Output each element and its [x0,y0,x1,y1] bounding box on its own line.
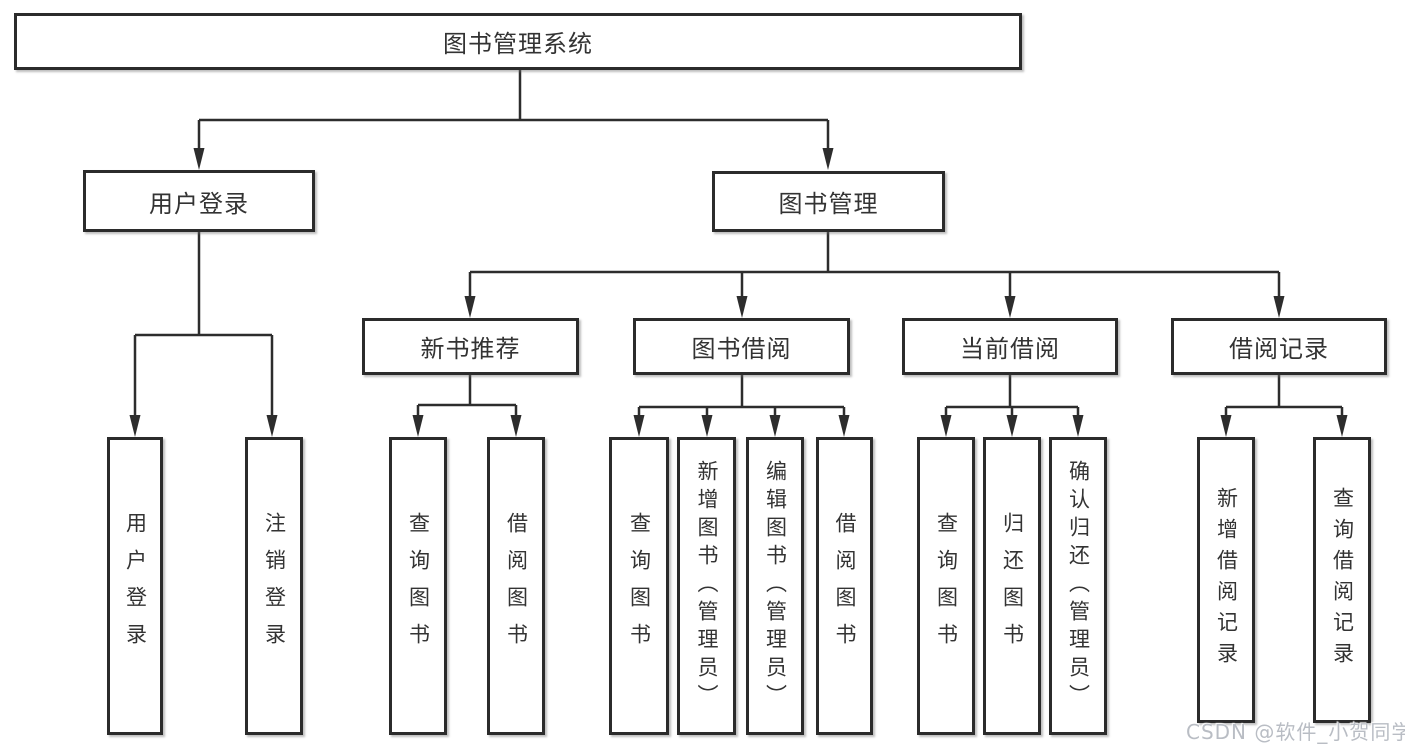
leaf-edit-book-admin-label: 编辑图书（管理员） [763,460,788,712]
leaf-return-books-label: 归还图书 [1000,512,1025,660]
arrowhead-icon [412,415,424,437]
arrowhead-icon [633,415,645,437]
node-user-login: 用户登录 [83,170,315,232]
leaf-confirm-return-admin: 确认归还（管理员） [1049,437,1107,735]
arrowhead-icon [736,296,748,318]
arrowhead-icon [464,296,476,318]
node-new-book-recommend: 新书推荐 [362,318,579,375]
leaf-add-borrow-record: 新增借阅记录 [1197,437,1255,723]
node-current-borrow-label: 当前借阅 [960,335,1060,363]
arrowhead-icon [129,415,141,437]
node-current-borrow: 当前借阅 [902,318,1118,375]
arrowhead-icon [510,415,522,437]
node-book-management: 图书管理 [712,171,945,232]
leaf-query-books-borrow-label: 查询图书 [627,512,652,660]
leaf-borrow-books-recommend-label: 借阅图书 [504,512,529,660]
leaf-borrow-books-recommend: 借阅图书 [487,437,545,735]
leaf-query-books-current-label: 查询图书 [934,512,959,660]
leaf-query-books-recommend: 查询图书 [389,437,447,735]
node-borrow-records-label: 借阅记录 [1229,335,1329,363]
arrowhead-icon [1004,296,1016,318]
leaf-user-login: 用户登录 [107,437,163,735]
node-book-borrow-label: 图书借阅 [691,335,792,363]
arrowhead-icon [1273,296,1285,318]
arrowhead-icon [193,148,205,170]
leaf-query-books-current: 查询图书 [917,437,975,735]
arrowhead-icon [1220,415,1232,437]
leaf-logout-label: 注销登录 [262,512,287,660]
leaf-query-borrow-record: 查询借阅记录 [1313,437,1371,723]
leaf-user-login-label: 用户登录 [123,512,148,660]
leaf-query-borrow-record-label: 查询借阅记录 [1330,487,1355,673]
leaf-add-borrow-record-label: 新增借阅记录 [1214,487,1239,673]
arrowhead-icon [940,415,952,437]
leaf-borrow-books-label: 借阅图书 [833,512,857,660]
node-root-label: 图书管理系统 [443,30,593,58]
arrowhead-icon [1336,415,1348,437]
connector-path [133,70,1344,421]
leaf-add-book-admin: 新增图书（管理员） [677,437,736,735]
node-user-login-label: 用户登录 [149,189,249,218]
arrowhead-icon [1072,415,1084,437]
arrowhead-icon [769,415,781,437]
arrowhead-icon [701,415,713,437]
leaf-confirm-return-admin-label: 确认归还（管理员） [1066,460,1091,712]
arrowhead-icon [822,148,834,170]
node-new-book-recommend-label: 新书推荐 [420,335,521,363]
leaf-add-book-admin-label: 新增图书（管理员） [695,460,719,712]
leaf-return-books: 归还图书 [983,437,1041,735]
leaf-edit-book-admin: 编辑图书（管理员） [746,437,804,735]
node-borrow-records: 借阅记录 [1171,318,1387,375]
leaf-logout: 注销登录 [245,437,303,735]
node-book-management-label: 图书管理 [778,190,879,218]
arrowhead-icon [266,415,278,437]
leaf-query-books-borrow: 查询图书 [609,437,669,735]
leaf-query-books-recommend-label: 查询图书 [406,512,431,660]
arrowhead-icon [1006,415,1018,437]
leaf-borrow-books: 借阅图书 [816,437,873,735]
watermark-text: CSDN @软件_小贺同学 [1186,720,1405,744]
node-root: 图书管理系统 [14,13,1022,70]
node-book-borrow: 图书借阅 [633,318,850,375]
arrowhead-icon [838,415,850,437]
